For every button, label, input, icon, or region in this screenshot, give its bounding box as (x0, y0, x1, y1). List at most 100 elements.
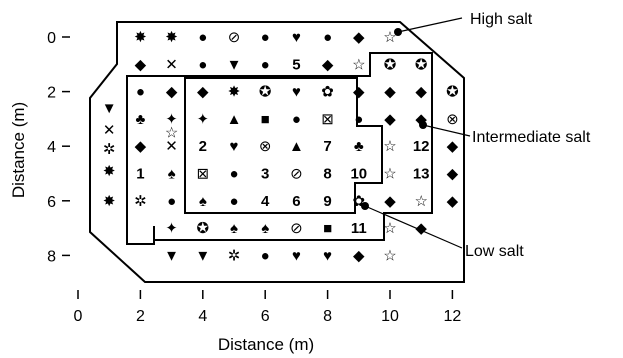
plot-marker: ● (136, 84, 145, 101)
plot-marker: ▼ (164, 247, 179, 264)
plot-marker: ♠ (199, 193, 207, 210)
plot-marker: ◆ (166, 84, 178, 101)
high-salt-boundary (89, 21, 465, 283)
plot-marker: ✦ (165, 111, 178, 128)
x-tick-label: 12 (444, 308, 462, 325)
plot-marker: ☆ (165, 125, 178, 142)
plot-marker: ⊠ (321, 111, 334, 128)
intermediate-salt-dot (419, 121, 427, 129)
plot-marker: ◆ (353, 84, 365, 101)
plot-number-label: 5 (292, 56, 300, 73)
plot-marker: ● (354, 111, 363, 128)
plot-marker: ☆ (383, 29, 396, 46)
plot-marker: ✪ (384, 56, 397, 73)
plot-marker: ◆ (322, 56, 334, 73)
plot-number-label: 12 (413, 138, 430, 155)
plot-marker: ☆ (383, 166, 396, 183)
plot-marker: ● (229, 193, 238, 210)
plot-marker: ◆ (353, 247, 365, 264)
plot-marker: ◆ (135, 138, 147, 155)
plot-number-label: 8 (323, 166, 331, 183)
plot-marker: ◆ (415, 220, 427, 237)
plot-marker: ◆ (415, 111, 427, 128)
plot-marker: ◆ (415, 84, 427, 101)
y-tick-label: 6 (47, 194, 56, 211)
low-salt-leader (364, 205, 463, 249)
plot-marker: ♥ (292, 29, 301, 46)
plot-marker: ● (167, 193, 176, 210)
plot-marker: ▲ (289, 138, 304, 155)
plot-marker: ✦ (197, 111, 210, 128)
x-axis-title: Distance (m) (218, 335, 314, 354)
plot-number-label: 11 (351, 220, 367, 237)
plot-marker: ♠ (261, 220, 269, 237)
plot-marker: ▲ (227, 111, 242, 128)
plot-number-label: 7 (323, 138, 331, 155)
high-salt-label: High salt (470, 11, 533, 28)
x-tick-label: 10 (381, 308, 399, 325)
plot-marker: ◆ (384, 111, 396, 128)
plot-marker: ⊘ (290, 220, 303, 237)
plot-marker: ⊗ (446, 111, 459, 128)
plot-marker: ✿ (321, 84, 334, 101)
plot-number-label: 4 (261, 193, 270, 210)
plot-marker: ⊠ (197, 166, 210, 183)
plot-marker: ✲ (228, 247, 241, 264)
plot-marker: ▼ (102, 100, 117, 117)
plot-marker: ⊘ (290, 166, 303, 183)
plot-marker: ● (261, 29, 270, 46)
plot-marker: ⊘ (228, 29, 241, 46)
plot-marker: ◆ (135, 56, 147, 73)
plot-marker: ☆ (352, 56, 365, 73)
plot-marker: ◆ (353, 29, 365, 46)
high-salt-dot (394, 28, 402, 36)
y-tick-label: 8 (47, 248, 56, 265)
plot-marker: ♥ (292, 84, 301, 101)
plot-marker: ✕ (165, 138, 178, 155)
plot-marker: ✸ (228, 84, 241, 101)
plot-number-label: 10 (350, 166, 367, 183)
plot-marker: ◆ (447, 166, 459, 183)
plot-marker: ♠ (230, 220, 238, 237)
x-tick-label: 0 (74, 308, 83, 325)
x-tick-label: 8 (323, 308, 332, 325)
plot-marker: ♥ (230, 138, 239, 155)
plot-marker: ♠ (168, 166, 176, 183)
y-tick-label: 0 (47, 30, 56, 47)
plot-marker: ● (261, 56, 270, 73)
plot-marker: ✲ (134, 193, 147, 210)
plot-marker: ● (261, 247, 270, 264)
plot-marker: ✲ (103, 141, 116, 158)
plot-marker: ▼ (195, 247, 210, 264)
intermediate-salt-boundary (126, 52, 433, 245)
low-salt-label: Low salt (465, 243, 524, 260)
plot-marker: ☆ (383, 220, 396, 237)
plot-markers: ✸✸●⊘●♥●◆☆◆✕●▼●5◆☆✪✪●◆◆✸✪♥✿◆◆◆✪▼♣✦✦▲■●⊠●◆… (102, 29, 459, 264)
plot-marker: ♣ (135, 111, 145, 128)
plot-marker: ◆ (384, 193, 396, 210)
intermediate-salt-label: Intermediate salt (472, 129, 591, 146)
plot-marker: ◆ (197, 84, 209, 101)
low-salt-boundary (184, 77, 383, 214)
plot-marker: ✸ (165, 29, 178, 46)
plot-number-label: 3 (261, 166, 269, 183)
plot-marker: ◆ (447, 193, 459, 210)
plot-marker: ● (323, 29, 332, 46)
plot-marker: ✸ (134, 29, 147, 46)
plot-marker: ✸ (103, 193, 116, 210)
plot-marker: ■ (261, 111, 270, 128)
y-axis-title: Distance (m) (9, 102, 28, 198)
plot-marker: ⊗ (259, 138, 272, 155)
plot-marker: ✸ (103, 163, 116, 180)
plot-marker: ♥ (292, 247, 301, 264)
plot-marker: ✕ (165, 56, 178, 73)
plot-marker: ✪ (197, 220, 210, 237)
plot-marker: ● (229, 166, 238, 183)
plot-marker: ✦ (165, 220, 178, 237)
plot-marker: ● (198, 29, 207, 46)
plot-marker: ✪ (446, 84, 459, 101)
plot-marker: ● (292, 111, 301, 128)
plot-marker: ◆ (384, 84, 396, 101)
